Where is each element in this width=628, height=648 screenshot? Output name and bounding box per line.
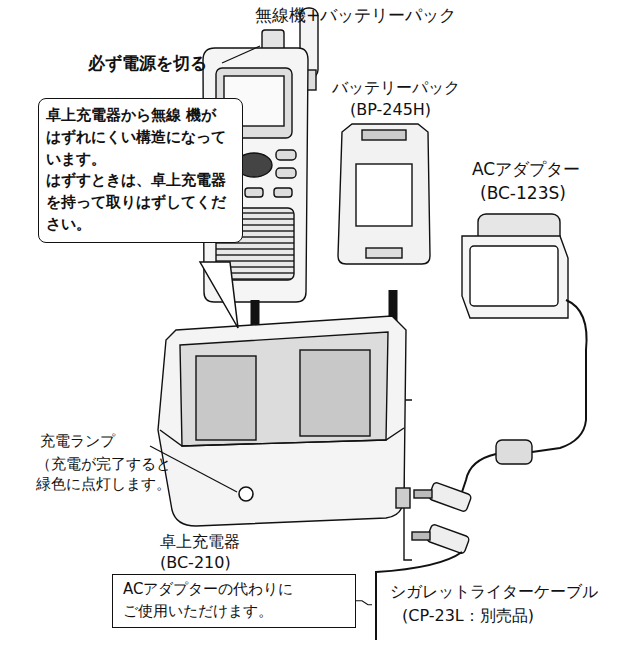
callout-text: 卓上充電器から無線 機が はずれにくい構造になっています。	[46, 105, 235, 170]
leader-line	[356, 601, 372, 605]
bubble-tail	[200, 262, 238, 328]
part-label: 必ず電源を切る	[88, 52, 207, 74]
desktop-charger	[158, 316, 410, 526]
adapter-cable	[462, 454, 496, 492]
part-label: バッテリーパック	[332, 78, 460, 99]
dc-plug	[414, 482, 472, 513]
note-box: ACアダプターの代わりに ご使用いただけます。	[112, 574, 356, 628]
ac-adapter	[462, 214, 568, 318]
callout-text: ACアダプターの代わりに ご使用いただけます。	[123, 579, 301, 623]
battery-pack	[338, 124, 430, 264]
part-label: (BC-123S)	[480, 182, 566, 204]
part-label: (CP-23L：別売品)	[402, 606, 534, 627]
cigarette-plug	[412, 524, 470, 555]
part-label: (BP-245H)	[350, 100, 431, 121]
leader-line	[222, 46, 260, 63]
charge-lamp	[239, 487, 253, 501]
callout-text: はずすときは、卓上充電器を持って取りはずしてください。	[46, 170, 235, 235]
ferrite-core	[496, 440, 532, 464]
adapter-cable	[532, 300, 587, 452]
part-label: ACアダプター	[472, 158, 580, 180]
part-label: (BC-210)	[160, 553, 231, 574]
part-label: 充電ランプ	[40, 432, 115, 452]
callout-bubble: 卓上充電器から無線 機が はずれにくい構造になっています。はずすときは、卓上充電…	[38, 98, 243, 243]
part-label: 無線機+バッテリーパック	[255, 4, 456, 26]
part-label: シガレットライターケーブル	[390, 582, 598, 603]
part-label: （充電が完了すると 緑色に点灯します。	[36, 455, 176, 494]
part-label: 卓上充電器	[160, 532, 240, 553]
